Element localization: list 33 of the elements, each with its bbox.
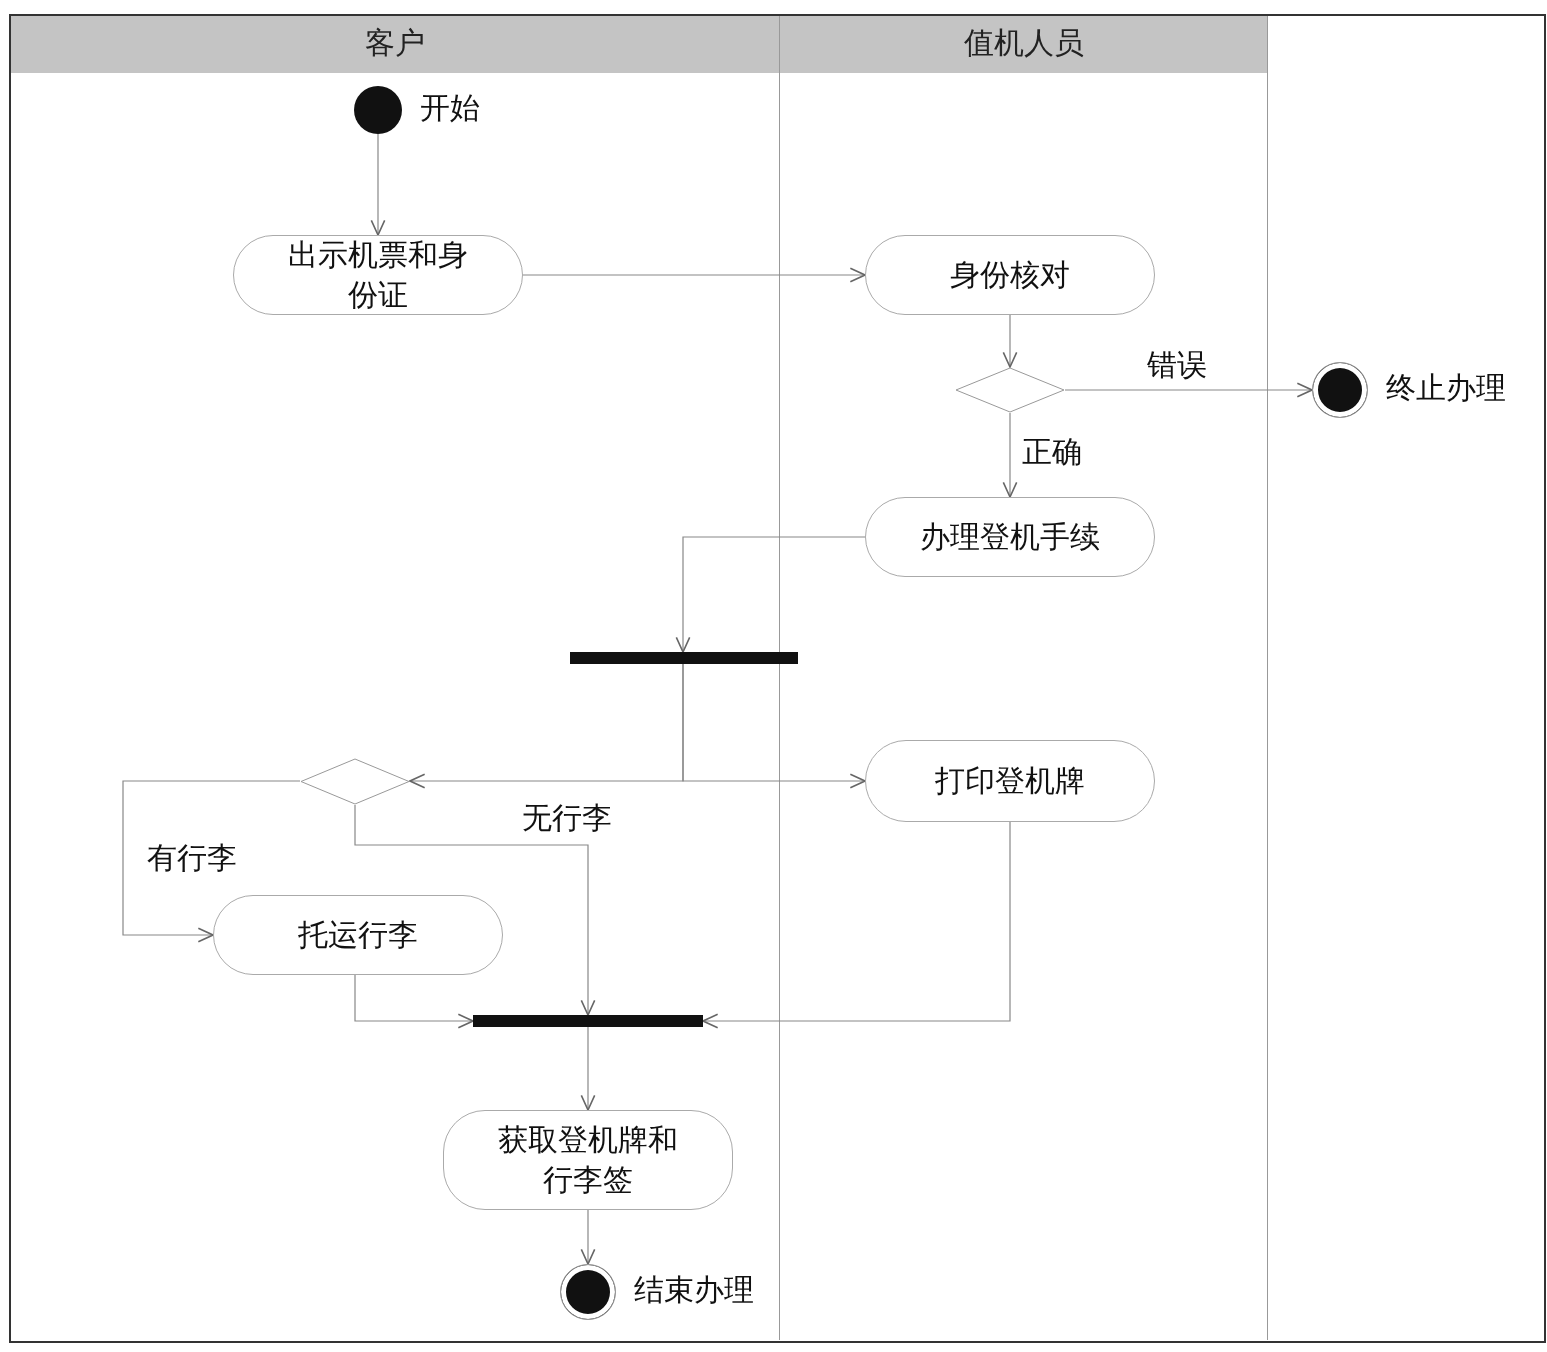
arrow [354,974,474,1029]
node-label: 开始 [420,89,480,127]
arrow [1002,412,1018,498]
swimlane [780,15,1268,1340]
lane-header: 客户 [10,15,779,73]
action-node: 出示机票和身份证 [233,235,523,315]
arrow [675,536,866,653]
final-node [1312,362,1368,418]
action-node: 身份核对 [865,235,1155,315]
action-node: 获取登机牌和行李签 [443,1110,733,1210]
arrow [580,1209,596,1265]
action-node: 办理登机手续 [865,497,1155,577]
arrow [1002,314,1018,368]
arrow [1064,382,1313,398]
sync-bar [473,1015,703,1027]
arrow [682,663,866,789]
action-node: 托运行李 [213,895,503,975]
swimlane [10,15,780,1340]
final-node [560,1264,616,1320]
sync-bar [570,652,798,664]
node-label: 终止办理 [1386,369,1506,407]
arrow [354,804,596,1016]
decision-diamond [300,758,410,805]
arrow [580,1026,596,1111]
arrow [122,780,301,943]
arrow [522,267,866,283]
decision-diamond [955,367,1065,413]
node-label: 结束办理 [634,1271,754,1309]
arrow [702,821,1011,1029]
lane-header: 值机人员 [780,15,1267,73]
arrow [370,133,386,236]
initial-node [354,86,402,134]
action-node: 打印登机牌 [865,740,1155,822]
